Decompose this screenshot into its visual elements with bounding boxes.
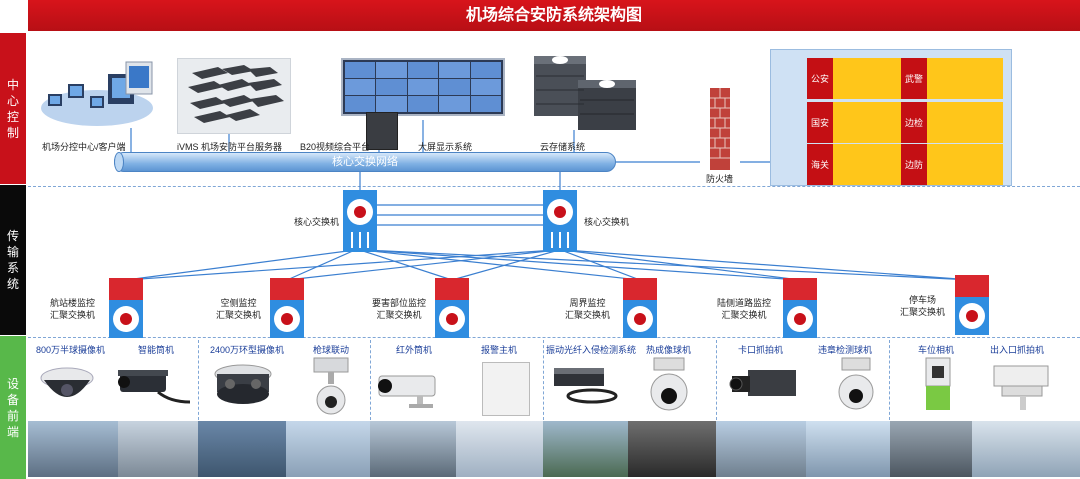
fiber-intrusion-icon [552,364,626,404]
cloud-storage-label: 云存储系统 [540,142,586,152]
divider-center-transport [28,186,1080,187]
agg-label: 空侧监控汇聚交换机 [216,298,262,320]
device-divider [716,340,717,420]
section-transport-label: 传输系统 [6,229,19,291]
alarm-host-icon [482,362,530,416]
runway-night-image [198,421,286,477]
checkpoint-camera-icon [728,366,798,406]
cloud-storage-icon [530,50,638,132]
agg-label: 停车场汇聚交换机 [900,295,946,317]
agg-switch-icon [955,275,989,335]
bus-cap [114,152,124,172]
ivms-label: iVMS 机场安防平台服务器 [177,142,283,152]
device-label: 车位相机 [918,345,955,355]
infrared-bullet-camera-icon [375,372,451,410]
section-center-label: 中心控制 [6,77,19,140]
agency-workstation-icon [927,58,1003,99]
airport-road-image [806,421,890,477]
section-transport: 传输系统 [0,185,26,335]
device-divider [543,340,544,420]
device-label: 振动光纤入侵检测系统 [546,345,637,355]
device-label: 出入口抓拍机 [990,345,1045,355]
video-platform-label: B20视频综合平台 [300,142,371,152]
apron-aircraft-image [286,421,370,477]
core-switch-left-icon [343,190,377,252]
agg-label: 周界监控汇聚交换机 [565,298,611,320]
agency-cell: 国安 [807,102,833,143]
agency-cell: 武警 [901,58,927,99]
video-wall-label: 大屏显示系统 [418,142,473,152]
landside-road-image [716,421,806,477]
client-label: 机场分控中心/客户端 [42,142,126,152]
client-workstations [38,60,156,128]
terminal-scene-image [28,421,118,477]
b20-platform-icon [366,112,398,150]
perimeter-fence-image [543,421,628,477]
device-label: 热成像球机 [646,345,692,355]
device-label: 枪球联动 [313,345,350,355]
dome-camera-icon [38,362,96,410]
agg-switch-icon [109,278,143,338]
entrance-camera-icon [988,362,1054,412]
panoramic-camera-icon [212,360,274,410]
firewall-label: 防火墙 [706,174,734,184]
page-title: 机场综合安防系统架构图 [28,0,1080,31]
agency-cell: 公安 [807,58,833,99]
ivms-server-icon [177,58,291,134]
core-switch-right-icon [543,190,577,252]
device-divider [198,340,199,420]
agency-cell: 边防 [901,144,927,185]
agency-cell: 边检 [901,102,927,143]
parking-space-camera-icon [920,356,956,414]
device-divider [370,340,371,420]
bullet-camera-icon [118,368,194,406]
section-devices: 设备前端 [0,336,26,479]
agg-switch-icon [623,278,657,338]
section-center-control: 中心控制 [0,33,26,184]
agg-switch-icon [435,278,469,338]
violation-dome-camera-icon [836,356,876,414]
device-label: 智能筒机 [138,345,175,355]
agency-cell: 海关 [807,144,833,185]
agency-workstation-icon [927,102,1003,143]
firewall-icon [708,88,732,170]
device-label: 红外筒机 [396,345,433,355]
server-room-image [456,421,543,477]
core-network-label: 核心交换网络 [332,156,398,168]
device-divider [889,340,890,420]
ptz-linkage-camera-icon [306,356,356,416]
parking-entrance-image [972,421,1080,477]
core-switch-right-label: 核心交换机 [584,217,630,227]
thermal-dome-camera-icon [648,356,690,414]
hangar-image [370,421,456,477]
device-label: 报警主机 [481,345,518,355]
agg-switch-icon [783,278,817,338]
agg-switch-icon [270,278,304,338]
core-network-bus: 核心交换网络 [114,152,616,172]
agg-label: 陆侧道路监控汇聚交换机 [717,298,772,320]
terminal-hall-image [118,421,198,477]
device-label: 违章检测球机 [818,345,873,355]
agency-workstation-icon [927,144,1003,185]
agg-label: 航站楼监控汇聚交换机 [50,298,96,320]
device-label: 卡口抓拍机 [738,345,784,355]
device-label: 2400万环型摄像机 [210,345,285,355]
thermal-view-image [628,421,716,477]
divider-transport-devices [28,337,1080,338]
parking-lot-image [890,421,972,477]
section-devices-label: 设备前端 [6,376,19,439]
core-switch-left-label: 核心交换机 [294,217,340,227]
agency-panel: 公安 武警 国安 边检 海关 边防 [770,49,1012,186]
device-label: 800万半球摄像机 [36,345,106,355]
video-wall-icon [341,58,505,116]
agg-label: 要害部位监控汇聚交换机 [372,298,427,320]
